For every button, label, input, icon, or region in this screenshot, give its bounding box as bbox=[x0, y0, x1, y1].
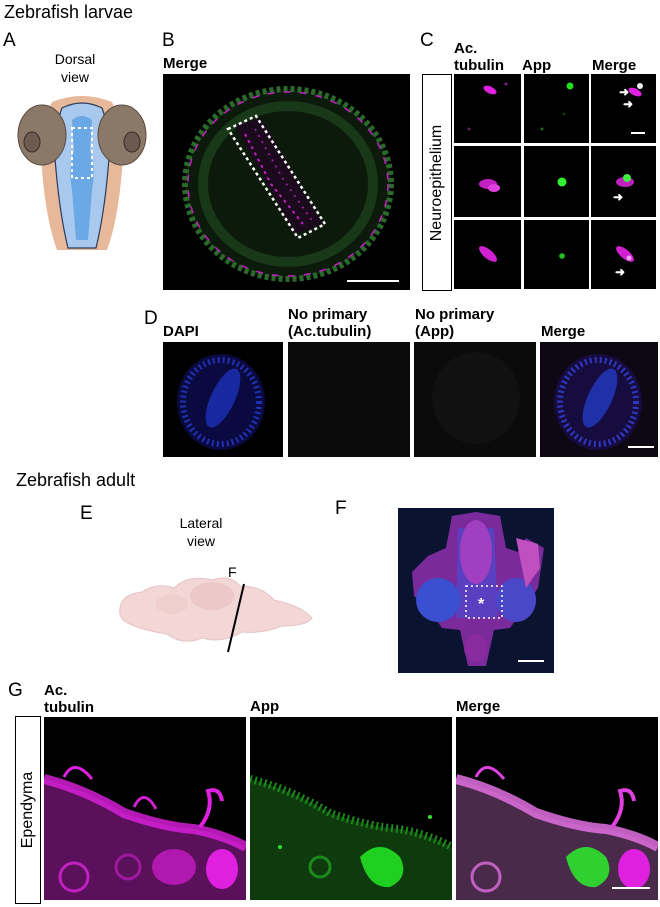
panel-c-r2-app bbox=[524, 146, 589, 217]
panel-c-col2-header: App bbox=[522, 57, 552, 74]
panel-c-row-label-box: Neuroepithelium bbox=[422, 74, 452, 291]
panel-g-col3-header: Merge bbox=[456, 698, 501, 715]
panel-d-no-primary-app-image bbox=[414, 342, 536, 457]
panel-c-r3-merge: ➜ bbox=[591, 220, 656, 289]
panel-b-image bbox=[163, 74, 410, 290]
panel-a-caption: Dorsal view bbox=[40, 50, 110, 86]
panel-c-r3-arrow: ➜ bbox=[615, 265, 626, 279]
panel-g-app-image bbox=[250, 717, 452, 900]
panel-d-col3-header: No primary (App) bbox=[415, 306, 494, 340]
panel-d-col1-header: DAPI bbox=[163, 323, 199, 340]
panel-f-image: * bbox=[398, 508, 554, 673]
panel-g-merge-image bbox=[456, 717, 658, 900]
panel-letter-e: E bbox=[80, 503, 93, 524]
adult-brain-lateral-diagram bbox=[119, 577, 313, 642]
panel-e-section-marker: F bbox=[228, 564, 237, 580]
panel-c-r1-arrow-2: ➜ bbox=[623, 97, 634, 111]
panel-c-r2-actubulin bbox=[454, 146, 521, 217]
panel-letter-f: F bbox=[335, 498, 347, 519]
panel-letter-c: C bbox=[420, 30, 434, 51]
panel-g-col1-line2: tubulin bbox=[44, 699, 94, 716]
panel-b-header: Merge bbox=[163, 55, 208, 72]
panel-c-col1-header: Ac. tubulin bbox=[454, 40, 504, 74]
panel-c-r1-app bbox=[524, 74, 589, 143]
panel-c-r1-actubulin bbox=[454, 74, 521, 143]
adult-section-title: Zebrafish adult bbox=[16, 470, 136, 490]
panel-d-col3-line1: No primary bbox=[415, 306, 495, 323]
panel-g-col1-header: Ac. tubulin bbox=[44, 682, 94, 716]
section-plane-line bbox=[227, 583, 245, 653]
panel-c-r2-merge: ➜ bbox=[591, 146, 656, 217]
panel-e-caption-line1: Lateral bbox=[179, 515, 223, 531]
panel-letter-b: B bbox=[162, 30, 175, 51]
panel-d-col4-header: Merge bbox=[541, 323, 586, 340]
panel-a-caption-line1: Dorsal bbox=[54, 51, 96, 67]
panel-c-r1-arrow-1: ➜ bbox=[619, 85, 630, 99]
panel-d-col2-header: No primary (Ac.tubulin) bbox=[288, 306, 371, 340]
panel-e-caption: Lateral view bbox=[166, 514, 236, 550]
panel-letter-g: G bbox=[8, 680, 23, 701]
panel-d-no-primary-actubulin-image bbox=[288, 342, 410, 457]
panel-d-scale-bar bbox=[628, 446, 654, 448]
panel-g-scale-bar bbox=[612, 887, 650, 889]
panel-c-r3-actubulin bbox=[454, 220, 521, 289]
panel-g-row-label: Ependyma bbox=[19, 771, 36, 849]
panel-f-asterisk: * bbox=[478, 596, 485, 613]
panel-d-col2-line2: (Ac.tubulin) bbox=[288, 323, 372, 340]
panel-d-col2-line1: No primary bbox=[288, 306, 368, 323]
panel-c-r1-merge: ➜ ➜ bbox=[591, 74, 656, 143]
panel-c-r3-app bbox=[524, 220, 589, 289]
panel-c-col1-line2: tubulin bbox=[454, 57, 504, 74]
panel-g-col1-line1: Ac. bbox=[44, 682, 68, 699]
panel-d-dapi-image bbox=[163, 342, 283, 457]
panel-b-scale-bar bbox=[347, 280, 399, 282]
panel-c-row-label: Neuroepithelium bbox=[428, 124, 445, 241]
panel-a-caption-line2: view bbox=[60, 69, 89, 85]
panel-e-caption-line2: view bbox=[186, 533, 215, 549]
larvae-section-title: Zebrafish larvae bbox=[4, 2, 134, 22]
panel-g-row-label-box: Ependyma bbox=[15, 716, 41, 904]
panel-d-merge-image bbox=[540, 342, 658, 457]
larva-dorsal-diagram bbox=[17, 96, 147, 250]
panel-d-col3-line2: (App) bbox=[415, 323, 455, 340]
panel-letter-d: D bbox=[144, 308, 158, 329]
panel-letter-a: A bbox=[3, 30, 16, 51]
panel-g-actubulin-image bbox=[44, 717, 246, 900]
panel-c-col3-header: Merge bbox=[592, 57, 637, 74]
panel-c-col1-line1: Ac. bbox=[454, 40, 478, 57]
panel-c-r2-arrow: ➜ bbox=[613, 190, 624, 204]
panel-g-col2-header: App bbox=[250, 698, 280, 715]
